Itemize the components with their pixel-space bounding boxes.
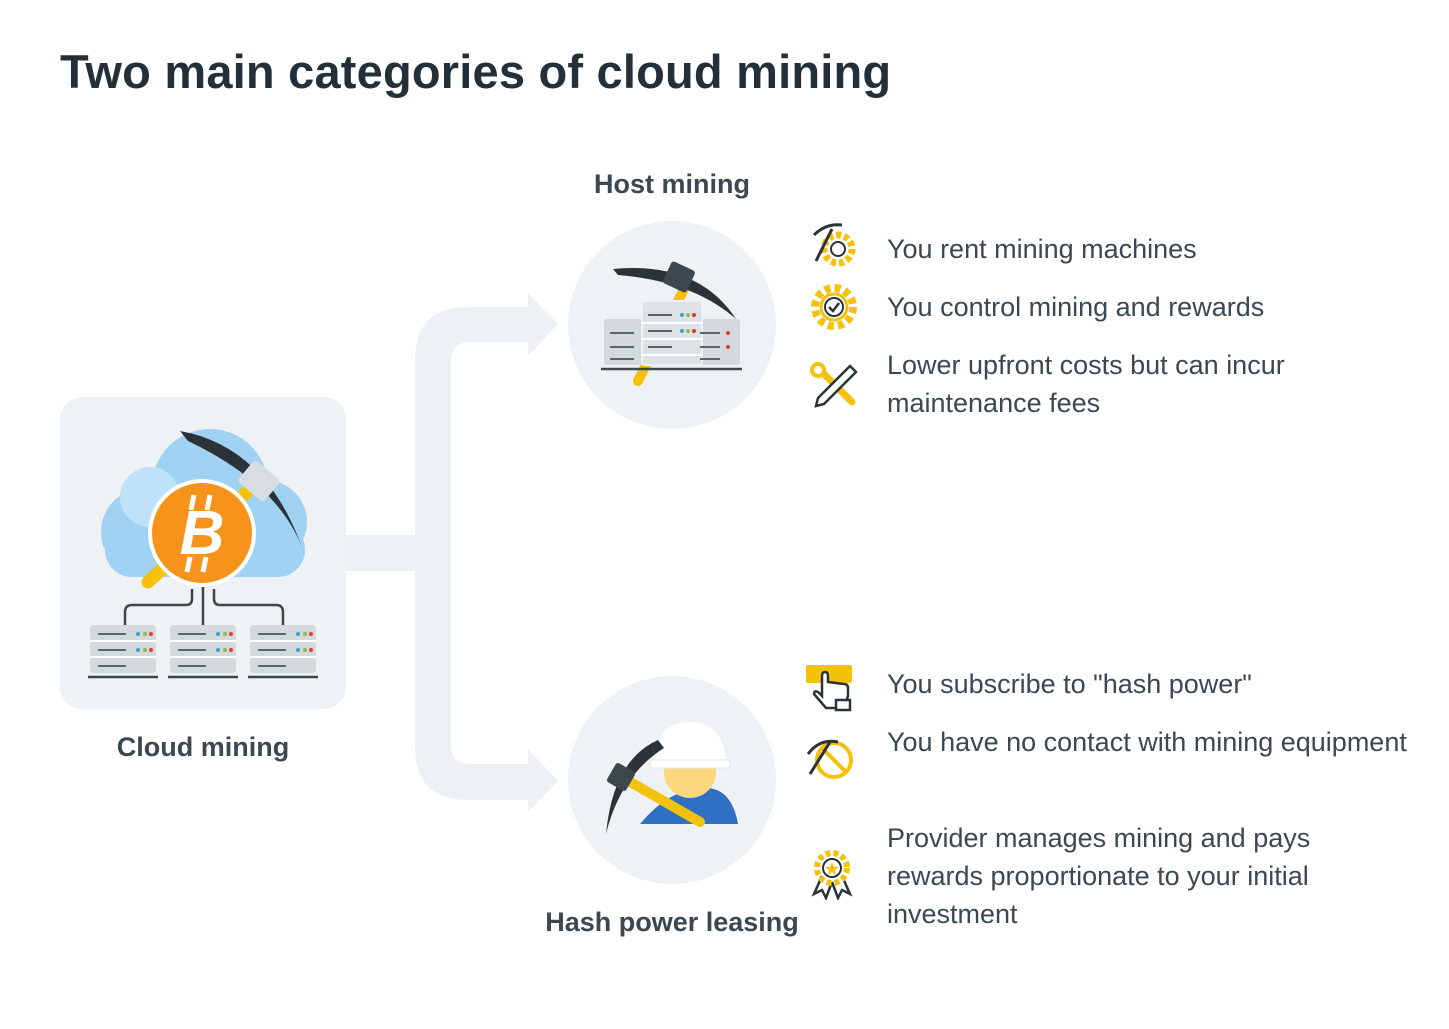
host-mining-label: Host mining (594, 169, 750, 199)
hash-power-leasing-circle (568, 676, 776, 884)
svg-text:B: B (180, 499, 225, 568)
host-mining-circle (568, 221, 776, 429)
pickaxe-gear-icon (808, 221, 860, 273)
host-feature-text: You control mining and rewards (887, 292, 1265, 322)
no-pickaxe-icon (806, 734, 858, 786)
hash-feature-text: You have no contact with mining equipmen… (887, 727, 1407, 757)
hash-power-leasing-label: Hash power leasing (545, 907, 799, 937)
host-feature-text: Lower upfront costs but can incur mainte… (887, 350, 1285, 418)
server-pickaxe-icon (601, 261, 742, 386)
hash-feature-text: Provider manages mining and pays rewards… (887, 823, 1311, 929)
miner-worker-icon (606, 722, 738, 834)
wrench-pencil-icon (808, 360, 860, 412)
host-feature-text: You rent mining machines (887, 234, 1197, 264)
hand-click-icon (806, 662, 858, 714)
hash-feature-text: You subscribe to "hash power" (887, 669, 1252, 699)
gear-check-icon (808, 281, 860, 333)
award-badge-icon (806, 848, 858, 900)
cloud-mining-card: B (60, 397, 346, 709)
cloud-bitcoin-mining-icon: B (88, 429, 318, 679)
cloud-mining-label: Cloud mining (116, 732, 290, 762)
page-title: Two main categories of cloud mining (60, 45, 892, 98)
